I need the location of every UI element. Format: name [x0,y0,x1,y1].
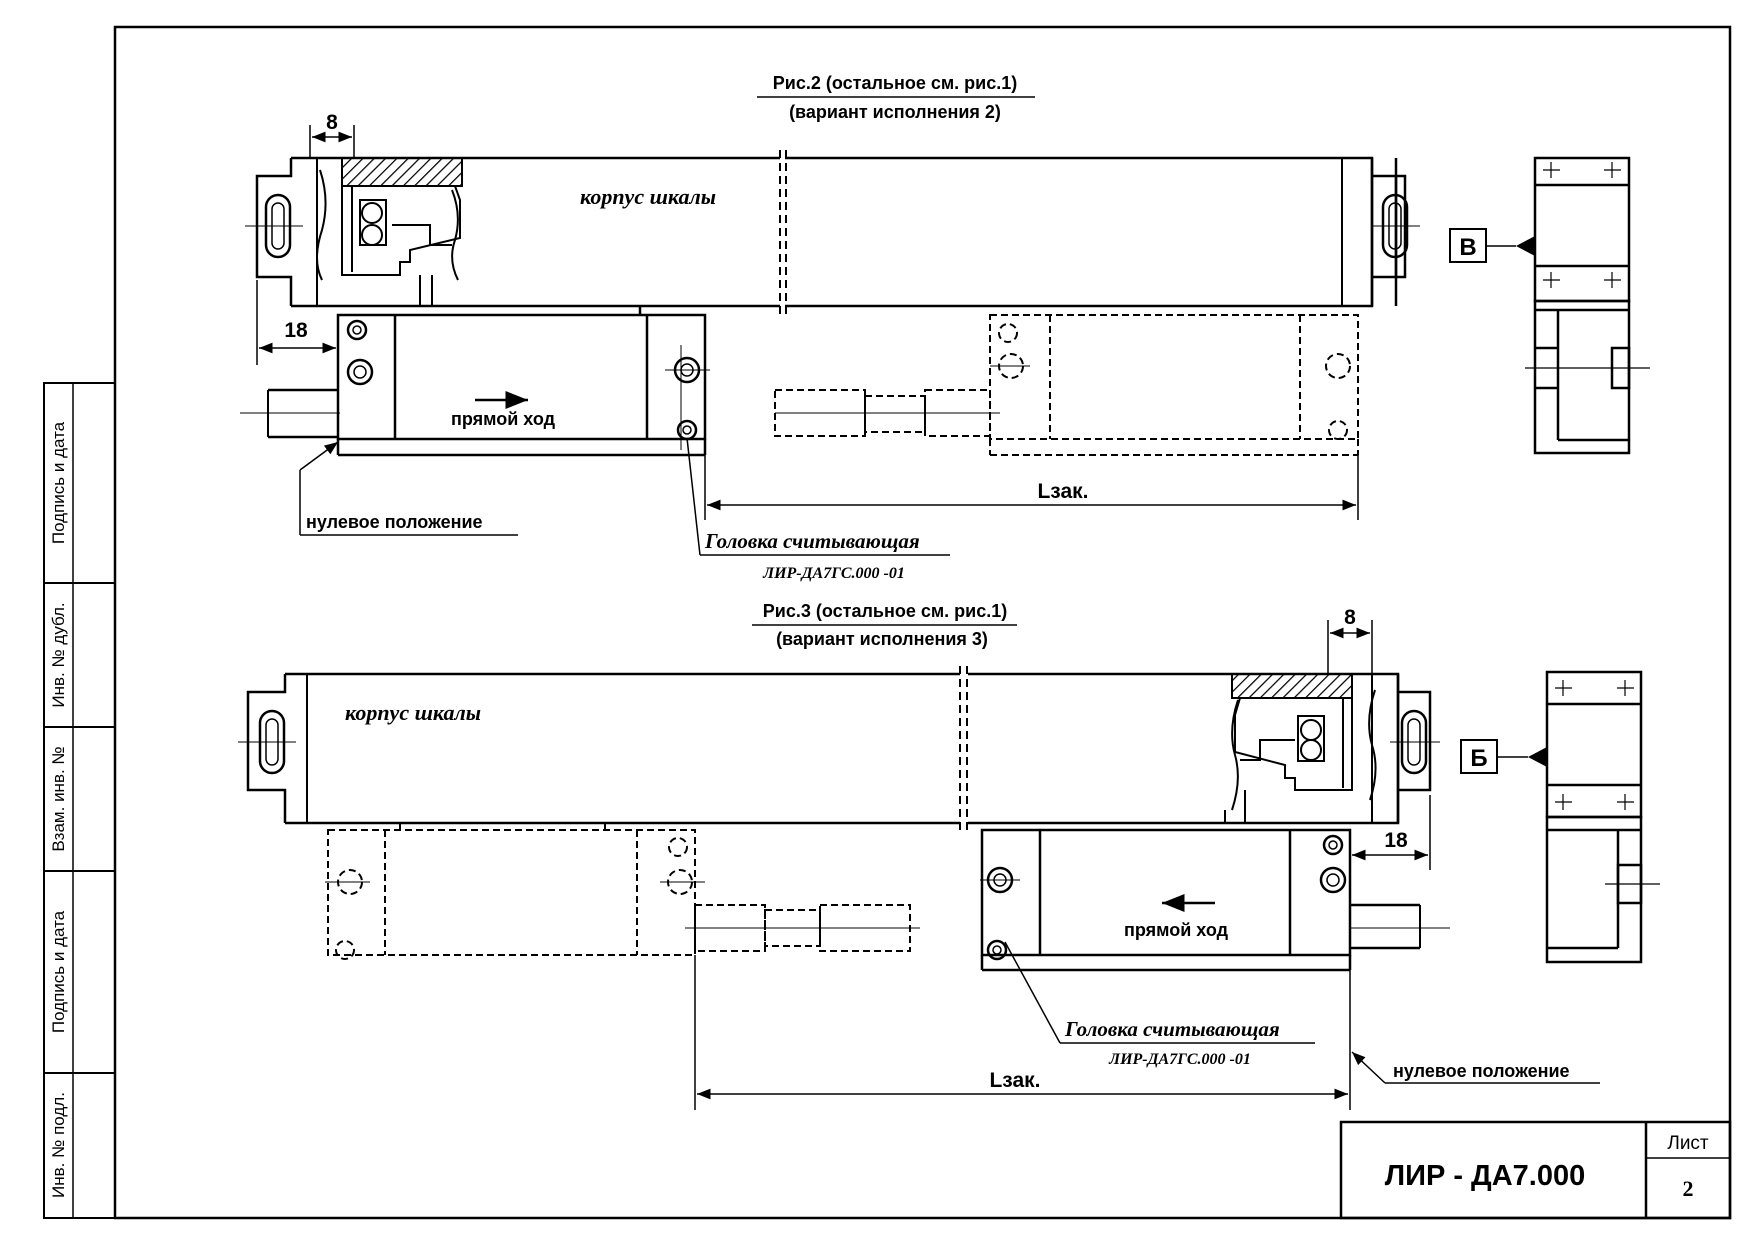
figure-3: Рис.3 (остальное см. рис.1) (вариант исп… [238,601,1660,1110]
fig2-head-code: ЛИР-ДА7ГС.000 -01 [762,565,905,582]
fig3-cutaway [1224,673,1377,824]
fig2-subtitle: (вариант исполнения 2) [789,102,1001,122]
sheet-frame [43,25,1732,1220]
sheet-number: 2 [1683,1176,1694,1201]
doc-code: ЛИР - ДА7.000 [1385,1160,1585,1192]
fig2-view-letter: В [1459,234,1476,261]
fig2-direction-label: прямой ход [451,409,556,429]
fig2-body-label: корпус шкалы [580,184,716,209]
fig3-dim-18 [1352,795,1431,870]
fig3-dim-8-label: 8 [1344,606,1356,629]
fig2-dim-8-label: 8 [326,111,338,134]
fig3-head-leader [1004,941,1315,1044]
fig3-subtitle: (вариант исполнения 3) [776,629,988,649]
fig3-body-label: корпус шкалы [345,700,481,725]
fig2-side-crosses [1525,162,1650,369]
fig3-side-crosses [1555,680,1660,885]
fig2-dim-18-label: 18 [284,319,308,342]
fig2-head-centers [240,345,710,450]
fig2-dim-18 [256,280,336,365]
fig3-scale-body [246,666,1432,831]
fig2-dim-8 [309,125,355,158]
fig3-view-arrow [1528,747,1547,767]
fig3-reading-head-ghost [327,823,911,960]
fig3-dim-18-label: 18 [1384,829,1408,852]
fig3-dim-8 [1327,620,1373,674]
side-stamp: Подпись и дата Инв. № дубл. Взам. инв. №… [49,421,68,1198]
stamp-dup-inv: Инв. № дубл. [49,602,68,707]
sheet-label: Лист [1667,1133,1709,1154]
fig2-length-label: Lзак. [1037,480,1088,503]
fig3-direction-label: прямой ход [1124,920,1229,940]
fig2-zero-leader [299,441,518,536]
fig3-zero-label: нулевое положение [1393,1061,1570,1081]
fig2-head-leader [686,437,950,556]
fig2-head-label: Головка считывающая [704,529,920,553]
fig3-reading-head [980,828,1421,972]
fig2-reading-head-ghost [774,314,1359,456]
fig3-view-letter: Б [1470,745,1487,772]
figure-2: Рис.2 (остальное см. рис.1) (вариант исп… [240,73,1650,582]
fig3-head-label: Головка считывающая [1064,1017,1280,1041]
fig3-zero-leader [1351,1051,1600,1084]
fig3-head-code: ЛИР-ДА7ГС.000 -01 [1108,1051,1251,1068]
fig3-title: Рис.3 (остальное см. рис.1) [763,601,1007,621]
fig2-side-view [1533,156,1631,455]
fig2-title: Рис.2 (остальное см. рис.1) [773,73,1017,93]
fig2-cutaway [316,157,463,306]
stamp-orig-inv: Инв. № подл. [49,1092,68,1198]
fig3-length-dim [694,955,1351,1110]
fig3-ghost-centers [325,881,920,929]
fig3-length-label: Lзак. [989,1069,1040,1092]
fig2-length-dim [704,455,1359,520]
stamp-sign-date-2: Подпись и дата [49,910,68,1033]
fig2-zero-label: нулевое положение [306,512,483,532]
fig2-view-box [1449,228,1487,263]
fig3-side-view [1545,670,1643,964]
stamp-repl-inv: Взам. инв. № [49,746,68,851]
fig2-view-arrow [1516,236,1535,256]
fig2-reading-head [267,306,707,457]
fig2-ghost-centers [775,365,1030,414]
fig3-head-centers [980,879,1450,929]
stamp-sign-date-1: Подпись и дата [49,421,68,544]
